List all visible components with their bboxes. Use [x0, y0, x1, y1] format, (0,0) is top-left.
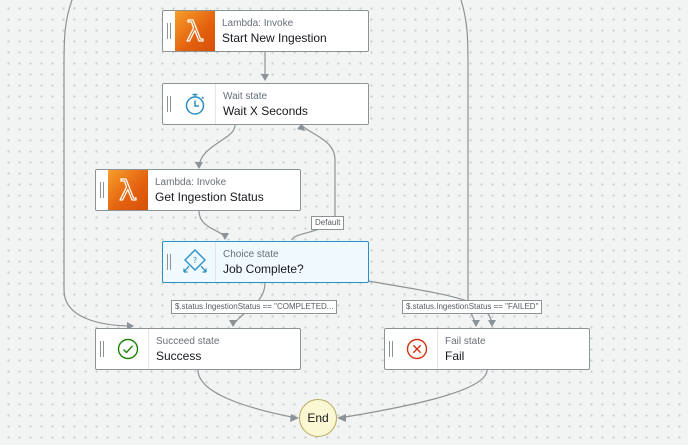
state-type: Choice state [223, 248, 279, 260]
drag-handle[interactable] [96, 329, 108, 369]
edge-choice-default-to-wait [291, 124, 336, 241]
stopwatch-icon [175, 84, 216, 124]
state-name: Fail [445, 348, 465, 363]
edge-label-completed: $.status.IngestionStatus == "COMPLETED..… [171, 300, 338, 314]
state-start-new-ingestion[interactable]: Lambda: Invoke Start New Ingestion [162, 10, 369, 52]
drag-handle[interactable] [163, 84, 175, 124]
state-type: Lambda: Invoke [155, 176, 227, 188]
state-name: Success [156, 348, 202, 363]
edge-success-to-end [197, 369, 298, 419]
state-name: Job Complete? [223, 261, 304, 276]
edge-outer-left [63, 0, 134, 327]
choice-icon: ? [175, 242, 216, 282]
state-wait-x-seconds[interactable]: Wait state Wait X Seconds [162, 83, 369, 125]
lambda-icon [108, 170, 148, 210]
state-name: Wait X Seconds [223, 103, 308, 118]
state-type: Succeed state [156, 335, 220, 347]
edge-get-status-to-choice [198, 210, 226, 240]
x-circle-icon [397, 329, 438, 369]
edge-label-failed: $.status.IngestionStatus == "FAILED" [402, 300, 543, 314]
state-type: Wait state [223, 90, 268, 102]
drag-handle[interactable] [163, 242, 175, 282]
state-fail[interactable]: Fail state Fail [384, 328, 590, 370]
state-job-complete[interactable]: ? Choice state Job Complete? [162, 241, 369, 283]
state-name: Get Ingestion Status [155, 189, 264, 204]
check-circle-icon [108, 329, 149, 369]
state-get-ingestion-status[interactable]: Lambda: Invoke Get Ingestion Status [95, 169, 301, 211]
edge-fail-to-end [338, 369, 488, 419]
edge-wait-to-get-status [198, 124, 236, 169]
edge-choice-to-fail [367, 280, 493, 327]
edge-label-default: Default [311, 216, 345, 230]
state-success[interactable]: Succeed state Success [95, 328, 301, 370]
drag-handle[interactable] [96, 170, 108, 210]
svg-text:?: ? [193, 256, 197, 265]
state-type: Lambda: Invoke [222, 17, 294, 29]
lambda-icon [175, 11, 215, 51]
edge-outer-right [460, 0, 477, 327]
drag-handle[interactable] [163, 11, 175, 51]
end-node[interactable]: End [299, 399, 337, 437]
drag-handle[interactable] [385, 329, 397, 369]
state-name: Start New Ingestion [222, 30, 327, 45]
state-type: Fail state [445, 335, 486, 347]
